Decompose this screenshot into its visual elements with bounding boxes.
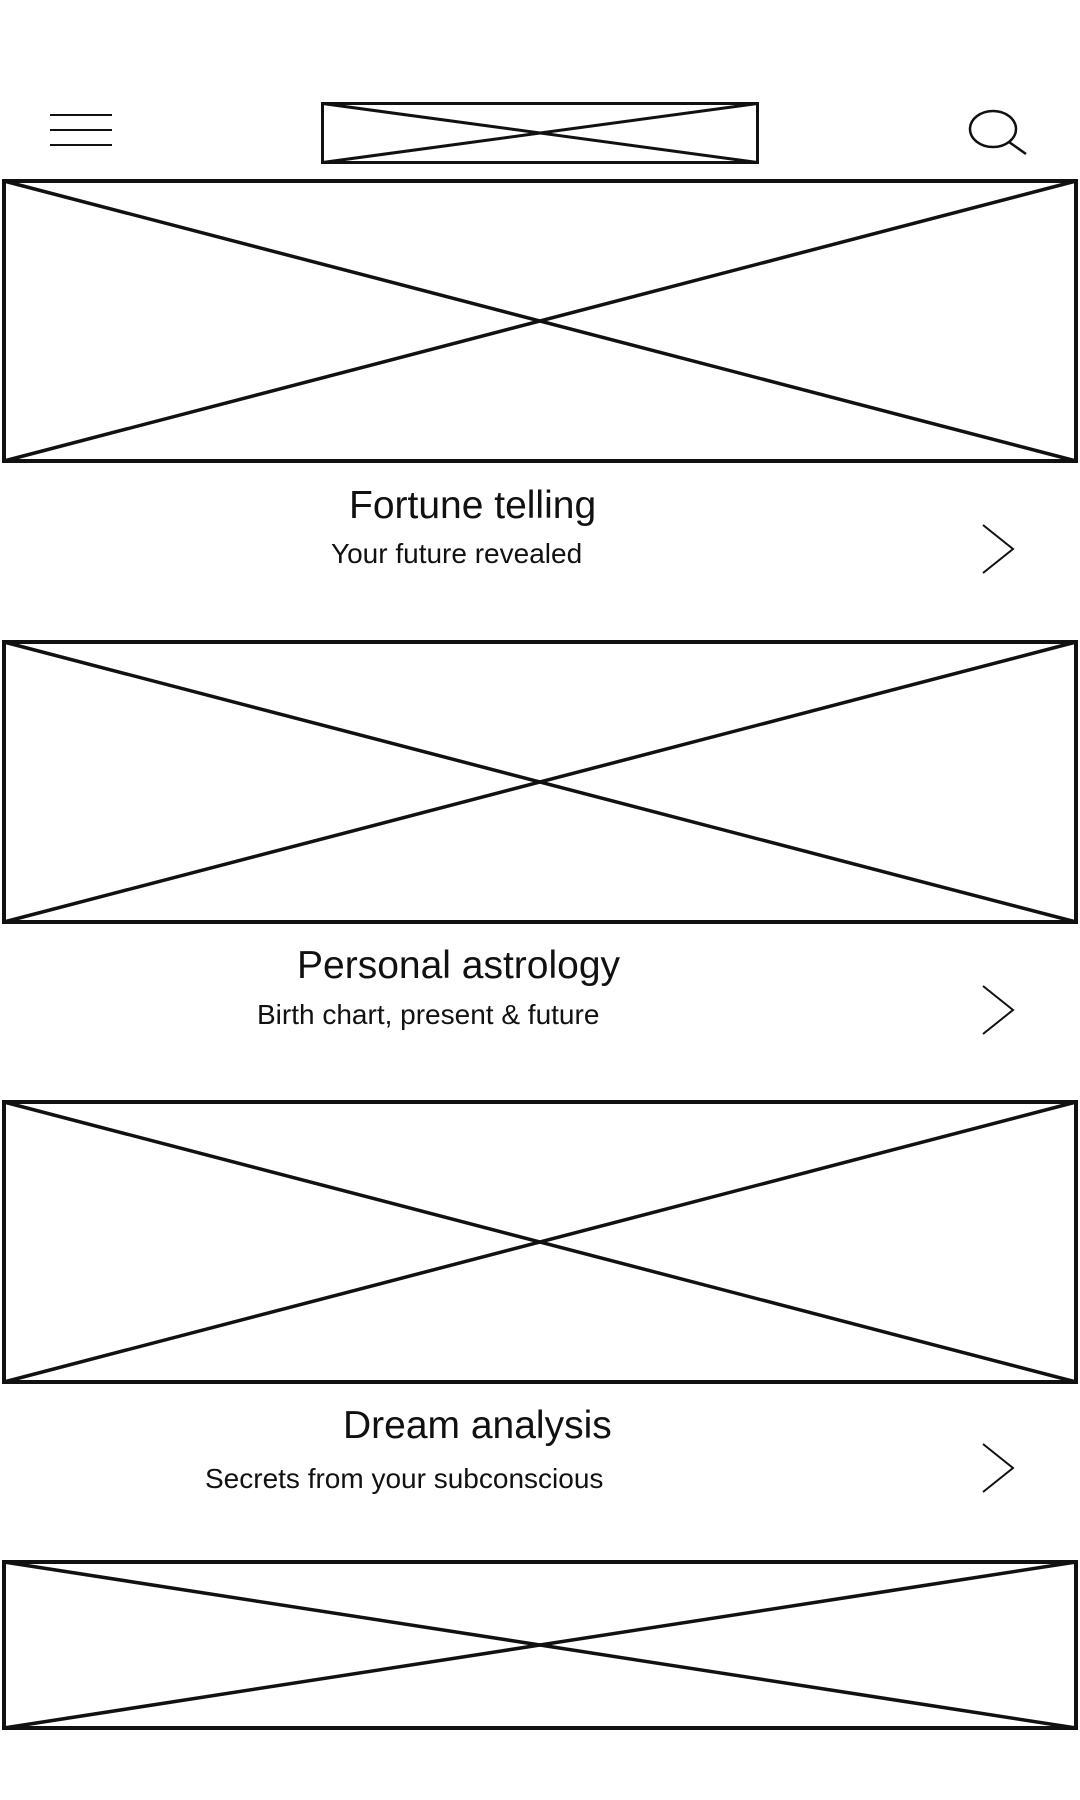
image-placeholder-icon (2, 640, 1078, 924)
section-image-placeholder (2, 179, 1078, 463)
chevron-right-icon (982, 524, 1015, 574)
section-open-button[interactable] (980, 984, 1016, 1036)
search-button[interactable] (968, 108, 1030, 158)
search-icon (968, 109, 1027, 156)
section-title: Dream analysis (343, 1404, 612, 1447)
section-title: Personal astrology (297, 944, 621, 987)
chevron-right-icon (982, 1443, 1015, 1493)
hamburger-menu-icon (50, 114, 112, 146)
section-subtitle: Your future revealed (331, 538, 583, 569)
section-open-button[interactable] (980, 523, 1016, 575)
chevron-right-icon (982, 985, 1015, 1035)
section-image-placeholder (2, 1100, 1078, 1384)
image-placeholder-icon (2, 179, 1078, 463)
section-image-placeholder (2, 1560, 1078, 1730)
section-image-placeholder (2, 640, 1078, 924)
section-open-button[interactable] (980, 1442, 1016, 1494)
section-subtitle: Birth chart, present & future (257, 999, 600, 1030)
image-placeholder-icon (321, 102, 759, 164)
image-placeholder-icon (2, 1560, 1078, 1730)
section-title: Fortune telling (349, 484, 597, 527)
image-placeholder-icon (2, 1100, 1078, 1384)
section-subtitle: Secrets from your subconscious (205, 1463, 604, 1494)
logo-placeholder (321, 102, 759, 164)
menu-button[interactable] (48, 110, 114, 150)
